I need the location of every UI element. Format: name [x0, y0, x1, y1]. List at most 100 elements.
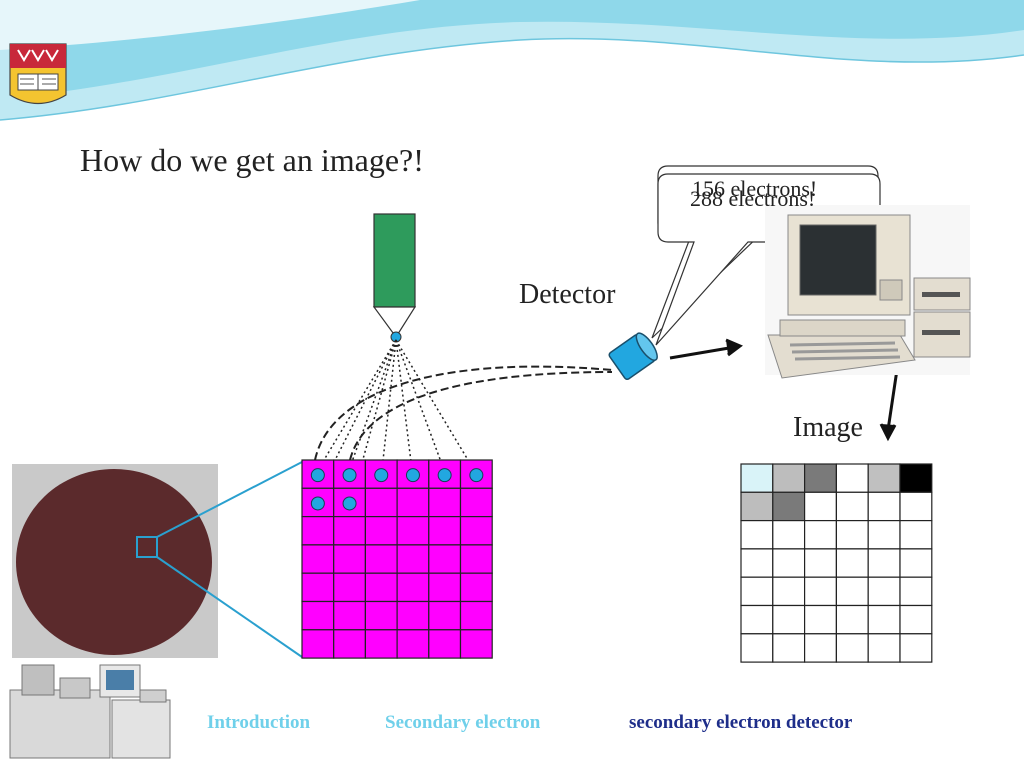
image-pixel — [835, 604, 869, 635]
sample-cell — [396, 487, 430, 518]
image-pixel — [772, 576, 806, 607]
sample-cell — [333, 629, 367, 659]
sample-cell — [459, 487, 493, 518]
sample-cell — [459, 544, 493, 574]
sample-cell — [301, 544, 335, 574]
sample-cell — [333, 600, 367, 631]
image-pixel — [803, 491, 837, 522]
sample-cell — [364, 600, 398, 631]
image-pixel — [772, 519, 806, 550]
beam-rays — [317, 339, 475, 471]
image-pixel — [835, 576, 869, 607]
image-pixel — [803, 604, 837, 635]
image-pixel — [740, 633, 774, 663]
sample-cell — [364, 629, 398, 659]
sample-cell — [301, 572, 335, 603]
sample-cell — [396, 629, 430, 659]
image-pixel — [867, 604, 901, 635]
image-pixel — [899, 491, 933, 522]
arrows — [669, 338, 900, 442]
slide-title: How do we get an image?! — [80, 142, 424, 178]
image-pixel — [740, 463, 774, 493]
image-pixel — [740, 576, 774, 607]
sample-cell — [459, 515, 493, 546]
image-pixel — [803, 463, 837, 493]
header-wave — [0, 0, 1024, 121]
image-pixel — [899, 519, 933, 550]
image-pixel — [740, 604, 774, 635]
bubble-back-text: 156 electrons! — [692, 176, 818, 201]
computer-icon — [765, 205, 971, 379]
detector-label: Detector — [519, 279, 616, 310]
image-pixel — [899, 463, 933, 493]
image-pixel — [803, 548, 837, 578]
sample-cell — [396, 515, 430, 546]
image-pixel — [835, 491, 869, 522]
image-pixel — [867, 633, 901, 663]
sample-cell — [428, 600, 462, 631]
image-pixel — [867, 576, 901, 607]
image-pixel — [772, 491, 806, 522]
sample-cell — [364, 487, 398, 518]
sample-cell — [301, 629, 335, 659]
image-pixel — [867, 463, 901, 493]
wafer-photo — [12, 464, 218, 658]
image-pixel — [867, 491, 901, 522]
electron-dot — [310, 468, 325, 483]
image-pixel — [835, 633, 869, 663]
image-pixel — [740, 519, 774, 550]
electron-dot — [342, 496, 357, 511]
sample-cell — [396, 544, 430, 574]
image-pixel — [803, 576, 837, 607]
image-pixel — [835, 519, 869, 550]
sample-cell — [428, 572, 462, 603]
sample-cell — [333, 544, 367, 574]
sample-cell — [459, 600, 493, 631]
image-pixel — [835, 548, 869, 578]
image-pixel — [867, 548, 901, 578]
sample-cell — [396, 572, 430, 603]
image-label: Image — [793, 412, 863, 443]
beam-column — [372, 213, 417, 343]
zoom-lines — [156, 461, 303, 658]
sample-cell — [301, 515, 335, 546]
sample-cell — [428, 487, 462, 518]
electron-paths — [314, 365, 613, 461]
electron-dot — [437, 468, 452, 483]
image-pixel — [740, 491, 774, 522]
image-pixel — [899, 548, 933, 578]
sem-microscope-icon — [9, 664, 171, 759]
image-pixel — [899, 576, 933, 607]
image-grid — [740, 463, 933, 663]
electron-dot — [405, 468, 420, 483]
detector — [608, 332, 658, 381]
image-pixel — [772, 548, 806, 578]
electron-dot — [342, 468, 357, 483]
sample-cell — [396, 600, 430, 631]
sample-cell — [459, 572, 493, 603]
nav-introduction[interactable]: Introduction — [207, 712, 311, 733]
sample-cell — [459, 629, 493, 659]
image-pixel — [740, 548, 774, 578]
nav-secondary-electron-detector[interactable]: secondary electron detector — [629, 712, 853, 733]
image-pixel — [835, 463, 869, 493]
bubble-front-text: 288 electrons! — [690, 186, 816, 211]
sample-cell — [333, 515, 367, 546]
sample-cell — [428, 544, 462, 574]
electron-dot — [310, 496, 325, 511]
image-pixel — [867, 519, 901, 550]
image-pixel — [803, 633, 837, 663]
sample-grid — [301, 459, 493, 659]
sample-cell — [364, 572, 398, 603]
nav-secondary-electron[interactable]: Secondary electron — [385, 712, 541, 733]
image-pixel — [899, 604, 933, 635]
sample-cell — [428, 515, 462, 546]
electron-dot — [469, 468, 484, 483]
sample-cell — [333, 459, 367, 489]
electron-dot — [374, 468, 389, 483]
image-pixel — [772, 604, 806, 635]
sample-cell — [428, 629, 462, 659]
sample-cell — [364, 544, 398, 574]
sample-cell — [333, 572, 367, 603]
image-pixel — [772, 463, 806, 493]
